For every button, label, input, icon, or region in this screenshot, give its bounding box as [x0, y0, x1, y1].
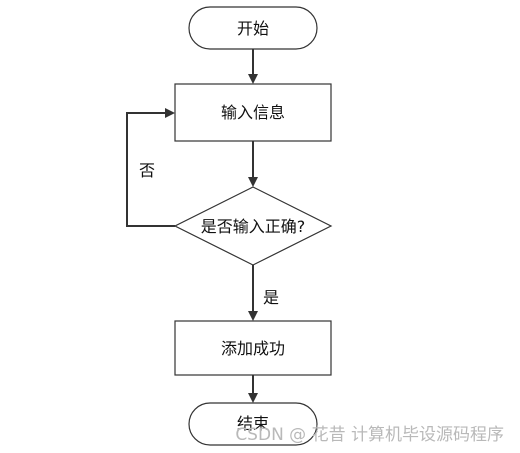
decision-node: 是否输入正确?: [173, 186, 333, 266]
start-node: 开始: [188, 6, 318, 50]
input-node: 输入信息: [174, 83, 332, 142]
edge-no-loop: [126, 108, 175, 227]
decision-node-label: 是否输入正确?: [201, 217, 306, 236]
end-node-label: 结束: [237, 414, 269, 433]
add-node-label: 添加成功: [221, 339, 285, 358]
watermark: CSDN @ 花昔 计算机毕设源码程序: [235, 425, 504, 445]
input-node-label: 输入信息: [221, 103, 285, 122]
end-node: 结束: [188, 402, 318, 446]
start-node-label: 开始: [237, 19, 269, 38]
edge-no-label: 否: [139, 161, 155, 180]
add-node: 添加成功: [174, 320, 332, 376]
edge-yes-label: 是: [263, 288, 279, 307]
